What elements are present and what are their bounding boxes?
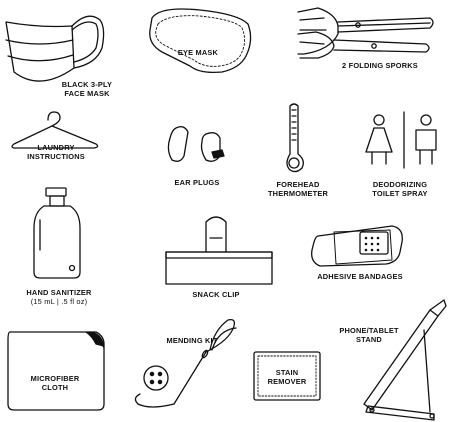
toilet-spray-label-line1: DEODORIZING (372, 180, 428, 189)
snack-clip-label: SNACK CLIP (184, 290, 248, 299)
face-mask-icon (5, 15, 105, 82)
eye-mask-label-line1: EYE MASK (177, 48, 219, 57)
laundry-label-line2: INSTRUCTIONS (27, 152, 85, 161)
laundry-label: LAUNDRY INSTRUCTIONS (14, 143, 98, 161)
needle-thread-icon (134, 318, 237, 408)
face-mask-label: BLACK 3-PLY FACE MASK (48, 80, 126, 98)
face-mask-label-line1: BLACK 3-PLY (61, 80, 113, 89)
laundry-label-line1: LAUNDRY (37, 143, 75, 152)
mending-kit-label: MENDING KIT (160, 336, 224, 345)
ear-plugs-label-line1: EAR PLUGS (174, 178, 220, 187)
bandage-icon (311, 225, 403, 267)
snack-clip-label-line1: SNACK CLIP (192, 290, 240, 299)
thermometer-label: FOREHEAD THERMOMETER (260, 180, 336, 198)
sporks-label: 2 FOLDING SPORKS (330, 61, 430, 70)
stain-remover-icon (253, 351, 321, 401)
bandages-label: ADHESIVE BANDAGES (310, 272, 410, 281)
sanitizer-label-line1: HAND SANITIZER (26, 288, 92, 297)
cloth-label-line2: CLOTH (41, 383, 69, 392)
hanger-icon (11, 111, 99, 149)
stain-label-line1: STAIN (275, 368, 299, 377)
thermometer-label-line2: THERMOMETER (267, 189, 329, 198)
stand-label-line2: STAND (356, 335, 382, 344)
cloth-label-line1: MICROFIBER (30, 374, 80, 383)
toilet-spray-label-line2: TOILET SPRAY (372, 189, 428, 198)
cloth-icon (7, 331, 105, 411)
ear-plugs-icon (167, 126, 225, 162)
stand-label-line1: PHONE/TABLET (339, 326, 399, 335)
stain-label-line2: REMOVER (267, 377, 307, 386)
restroom-icon (365, 111, 437, 169)
sanitizer-bottle-icon (33, 187, 81, 279)
thermometer-icon (286, 103, 304, 173)
thermometer-label-line1: FOREHEAD (276, 180, 320, 189)
cloth-label: MICROFIBER CLOTH (24, 374, 86, 392)
sporks-label-line1: 2 FOLDING SPORKS (342, 61, 418, 70)
phone-stand-icon (363, 299, 447, 421)
toilet-spray-label: DEODORIZING TOILET SPRAY (360, 180, 440, 198)
ear-plugs-label: EAR PLUGS (166, 178, 228, 187)
mending-kit-label-line1: MENDING KIT (166, 336, 218, 345)
stand-label: PHONE/TABLET STAND (332, 326, 406, 344)
eye-mask-label: EYE MASK (168, 48, 228, 57)
sanitizer-label-line2: (15 mL | .5 fl oz) (30, 297, 88, 306)
face-mask-label-line2: FACE MASK (64, 89, 110, 98)
folding-spork-icon (297, 7, 434, 59)
eye-mask-icon (149, 8, 252, 74)
sanitizer-label: HAND SANITIZER (15 mL | .5 fl oz) (14, 288, 104, 306)
bandages-label-line1: ADHESIVE BANDAGES (317, 272, 403, 281)
snack-clip-icon (165, 216, 273, 285)
stain-label: STAIN REMOVER (260, 368, 314, 386)
